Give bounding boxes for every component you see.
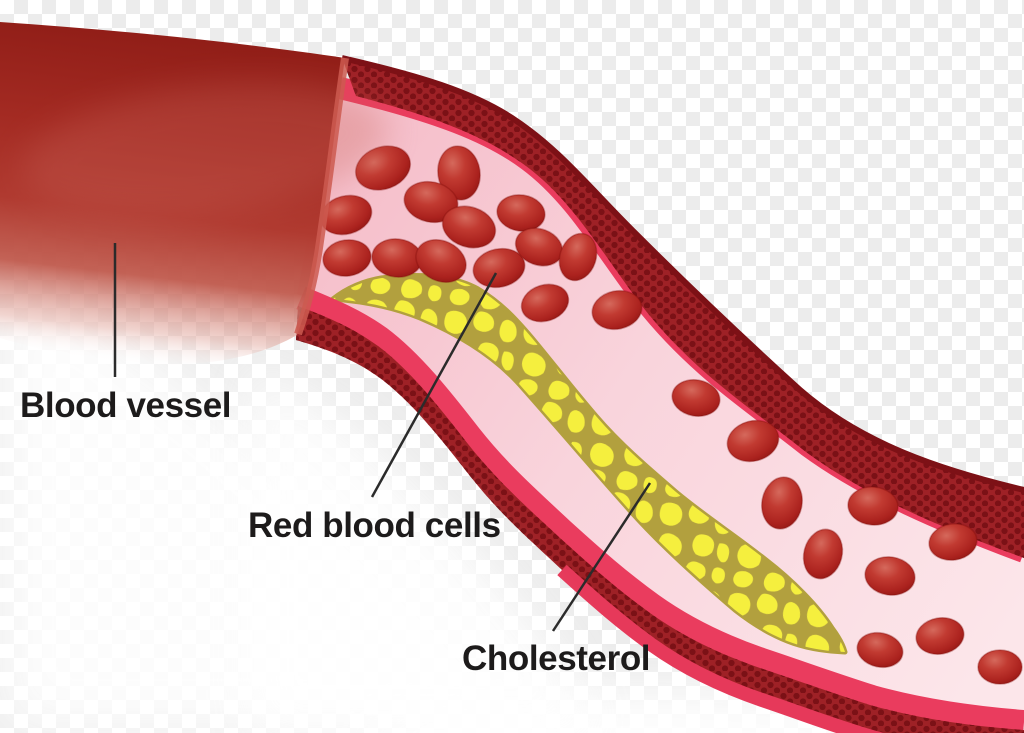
- red-blood-cell: [496, 194, 546, 232]
- red-blood-cell: [802, 528, 844, 580]
- red-blood-cell: [915, 617, 965, 655]
- red-blood-cell: [415, 239, 467, 283]
- lower-inner-stripe: [296, 286, 1024, 733]
- upper-wall-outer-line: [341, 55, 1024, 493]
- upper-wall-dot-texture: [342, 58, 1024, 558]
- red-blood-cell: [726, 419, 780, 463]
- red-blood-cell: [977, 649, 1023, 685]
- red-blood-cell: [441, 205, 497, 249]
- blood-vessel-label: Blood vessel: [20, 386, 232, 425]
- lower-wall-outer-stripe: [557, 564, 885, 733]
- cut-edge-rim: [294, 57, 349, 336]
- cholesterol-plaque: [330, 273, 848, 655]
- red-blood-cell: [520, 283, 570, 323]
- plaque-cobblestones: [333, 275, 845, 652]
- solid-vessel-sheen: [21, 82, 389, 218]
- red-blood-cell: [864, 556, 916, 596]
- red-blood-cell: [761, 476, 803, 530]
- cholesterol-label: Cholesterol: [462, 639, 651, 678]
- solid-vessel-segment: [0, 22, 389, 365]
- pointer-lines-group: [113, 243, 652, 632]
- red-blood-cell: [671, 379, 721, 417]
- cholesterol-pointer-line: [551, 482, 652, 632]
- lower-vessel-wall: [250, 306, 1024, 733]
- red-blood-cell: [856, 631, 904, 669]
- red-blood-cell: [847, 486, 899, 526]
- red-blood-cells-label: Red blood cells: [248, 506, 501, 545]
- red-blood-cell: [437, 145, 481, 201]
- upper-vessel-wall: [341, 55, 1024, 558]
- lower-wall-fade-glow: [250, 360, 600, 733]
- red-blood-cell: [558, 232, 598, 282]
- red-blood-cell: [472, 247, 526, 289]
- red-blood-cells-group: [319, 145, 1023, 685]
- red-blood-cell: [928, 523, 978, 561]
- red-blood-cell: [591, 289, 643, 331]
- red-blood-cell: [322, 239, 372, 277]
- red-blood-cells-pointer-line: [370, 272, 498, 498]
